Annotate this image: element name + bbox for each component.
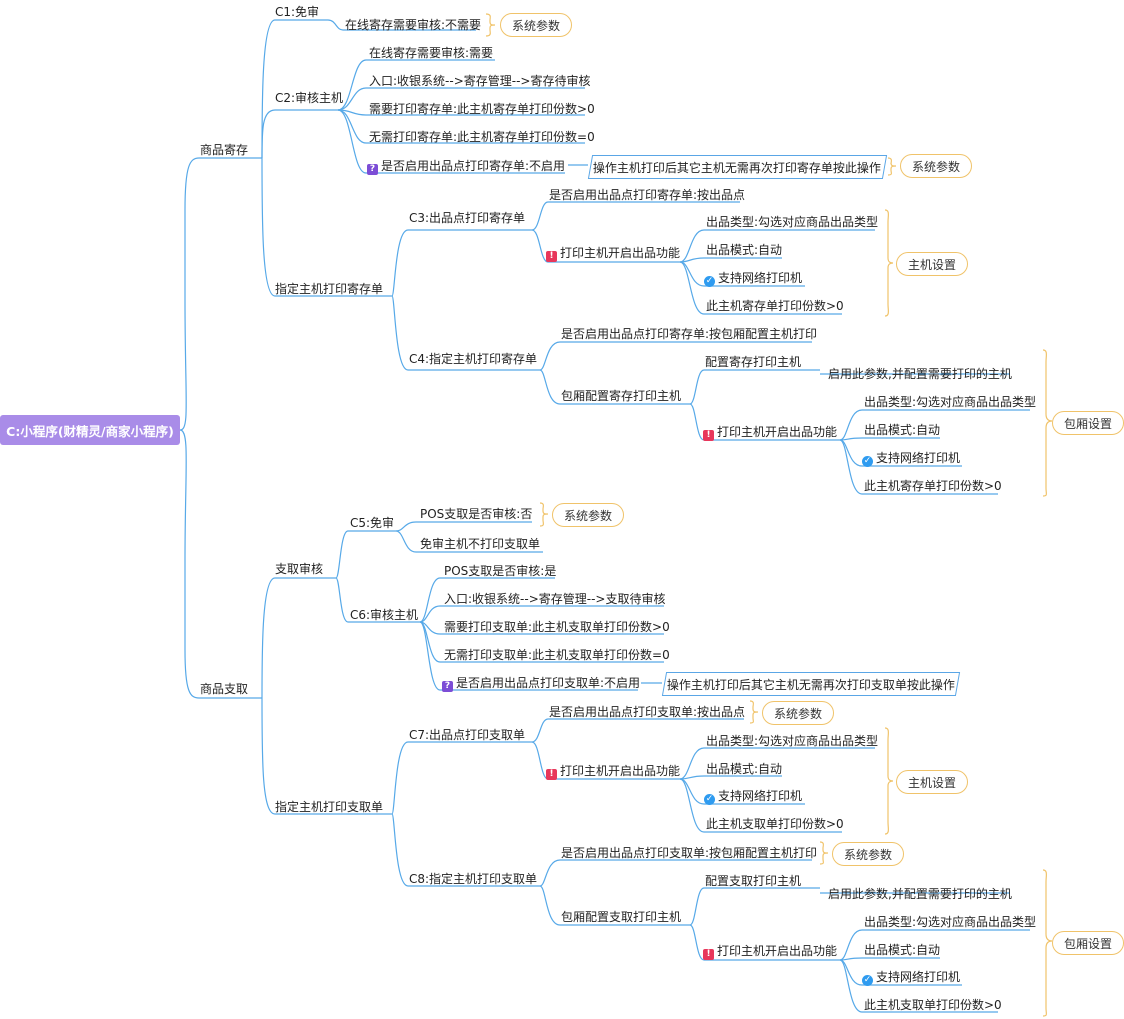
node-c4-sub-3[interactable]: ✓支持网络打印机 <box>862 451 961 467</box>
tag-system-param: 系统参数 <box>900 154 972 178</box>
question-icon: ? <box>442 681 453 692</box>
node-c2-item-4[interactable]: 无需打印寄存单:此主机寄存单打印份数=0 <box>369 130 595 144</box>
tag-host-settings: 主机设置 <box>896 770 968 794</box>
node-c6[interactable]: C6:审核主机 <box>350 608 419 622</box>
node-c8[interactable]: C8:指定主机打印支取单 <box>409 872 538 886</box>
node-c6-item-2[interactable]: 入口:收银系统-->寄存管理-->支取待审核 <box>444 592 666 606</box>
note-c2[interactable]: 操作主机打印后其它主机无需再次打印寄存单按此操作 <box>587 155 888 179</box>
node-c5-item-2[interactable]: 免审主机不打印支取单 <box>420 537 541 551</box>
node-c2-item-3[interactable]: 需要打印寄存单:此主机寄存单打印份数>0 <box>369 102 595 116</box>
node-c4-config-sub[interactable]: 启用此参数,并配置需要打印的主机 <box>828 367 1012 381</box>
check-icon: ✓ <box>862 975 873 986</box>
node-c1-item[interactable]: 在线寄存需要审核:不需要 <box>345 18 482 32</box>
branch-storage[interactable]: 商品寄存 <box>200 143 249 157</box>
node-c2-item-1[interactable]: 在线寄存需要审核:需要 <box>369 46 494 60</box>
node-c1[interactable]: C1:免审 <box>275 5 320 19</box>
node-c4-sub-4[interactable]: 此主机寄存单打印份数>0 <box>864 479 1002 493</box>
node-c7-item-1[interactable]: 是否启用出品点打印支取单:按出品点 <box>549 705 746 719</box>
node-c3[interactable]: C3:出品点打印寄存单 <box>409 211 526 225</box>
warning-icon: ! <box>703 430 714 441</box>
node-c8-config-sub[interactable]: 启用此参数,并配置需要打印的主机 <box>828 887 1012 901</box>
node-c3-item-1[interactable]: 是否启用出品点打印寄存单:按出品点 <box>549 188 746 202</box>
branch-withdraw[interactable]: 商品支取 <box>200 682 249 696</box>
check-icon: ✓ <box>704 276 715 287</box>
node-c8-item-2[interactable]: 包厢配置支取打印主机 <box>561 910 682 924</box>
node-c3-sub-4[interactable]: 此主机寄存单打印份数>0 <box>706 299 844 313</box>
node-c8-config[interactable]: 配置支取打印主机 <box>705 874 802 888</box>
node-c7-sub-4[interactable]: 此主机支取单打印份数>0 <box>706 817 844 831</box>
node-c4-sub-1[interactable]: 出品类型:勾选对应商品出品类型 <box>864 395 1037 409</box>
node-c3-sub-3[interactable]: ✓支持网络打印机 <box>704 271 803 287</box>
node-c8-func[interactable]: !打印主机开启出品功能 <box>703 944 837 960</box>
tag-room-settings: 包厢设置 <box>1052 931 1124 955</box>
tag-system-param: 系统参数 <box>762 701 834 725</box>
node-c7-sub-1[interactable]: 出品类型:勾选对应商品出品类型 <box>706 734 879 748</box>
check-icon: ✓ <box>704 794 715 805</box>
warning-icon: ! <box>703 949 714 960</box>
tag-host-settings: 主机设置 <box>896 252 968 276</box>
node-c2-item-2[interactable]: 入口:收银系统-->寄存管理-->寄存待审核 <box>369 74 591 88</box>
node-c7-sub-3[interactable]: ✓支持网络打印机 <box>704 789 803 805</box>
node-c4-func[interactable]: !打印主机开启出品功能 <box>703 425 837 441</box>
node-c6-item-3[interactable]: 需要打印支取单:此主机支取单打印份数>0 <box>444 620 670 634</box>
node-c4-item-1[interactable]: 是否启用出品点打印寄存单:按包厢配置主机打印 <box>561 327 818 341</box>
tag-system-param: 系统参数 <box>500 13 572 37</box>
node-c7-sub-2[interactable]: 出品模式:自动 <box>706 762 783 776</box>
node-c4[interactable]: C4:指定主机打印寄存单 <box>409 352 538 366</box>
node-c2[interactable]: C2:审核主机 <box>275 91 344 105</box>
node-c7-item-2[interactable]: !打印主机开启出品功能 <box>546 764 680 780</box>
node-c2-item-5[interactable]: ?是否启用出品点打印寄存单:不启用 <box>367 159 565 175</box>
node-assign-withdraw[interactable]: 指定主机打印支取单 <box>275 800 384 814</box>
node-c3-item-2[interactable]: !打印主机开启出品功能 <box>546 246 680 262</box>
tag-system-param: 系统参数 <box>832 842 904 866</box>
node-c8-sub-3[interactable]: ✓支持网络打印机 <box>862 970 961 986</box>
question-icon: ? <box>367 164 378 175</box>
node-c6-item-4[interactable]: 无需打印支取单:此主机支取单打印份数=0 <box>444 648 670 662</box>
node-c6-item-5[interactable]: ?是否启用出品点打印支取单:不启用 <box>442 676 640 692</box>
node-c8-sub-4[interactable]: 此主机支取单打印份数>0 <box>864 998 1002 1012</box>
node-c4-config[interactable]: 配置寄存打印主机 <box>705 355 802 369</box>
note-c6[interactable]: 操作主机打印后其它主机无需再次打印支取单按此操作 <box>661 672 961 696</box>
node-c8-item-1[interactable]: 是否启用出品点打印支取单:按包厢配置主机打印 <box>561 846 818 860</box>
node-c3-sub-2[interactable]: 出品模式:自动 <box>706 243 783 257</box>
node-c4-sub-2[interactable]: 出品模式:自动 <box>864 423 941 437</box>
node-c4-item-2[interactable]: 包厢配置寄存打印主机 <box>561 389 682 403</box>
node-withdraw-audit[interactable]: 支取审核 <box>275 562 324 576</box>
node-c8-sub-1[interactable]: 出品类型:勾选对应商品出品类型 <box>864 915 1037 929</box>
warning-icon: ! <box>546 251 557 262</box>
warning-icon: ! <box>546 769 557 780</box>
check-icon: ✓ <box>862 456 873 467</box>
tag-room-settings: 包厢设置 <box>1052 411 1124 435</box>
node-c6-item-1[interactable]: POS支取是否审核:是 <box>444 564 557 578</box>
node-c7[interactable]: C7:出品点打印支取单 <box>409 728 526 742</box>
node-c5[interactable]: C5:免审 <box>350 516 395 530</box>
node-assign-storage[interactable]: 指定主机打印寄存单 <box>275 282 384 296</box>
root-node[interactable]: C:小程序(财精灵/商家小程序) <box>0 415 180 445</box>
tag-system-param: 系统参数 <box>552 503 624 527</box>
node-c5-item-1[interactable]: POS支取是否审核:否 <box>420 507 533 521</box>
node-c8-sub-2[interactable]: 出品模式:自动 <box>864 943 941 957</box>
node-c3-sub-1[interactable]: 出品类型:勾选对应商品出品类型 <box>706 215 879 229</box>
